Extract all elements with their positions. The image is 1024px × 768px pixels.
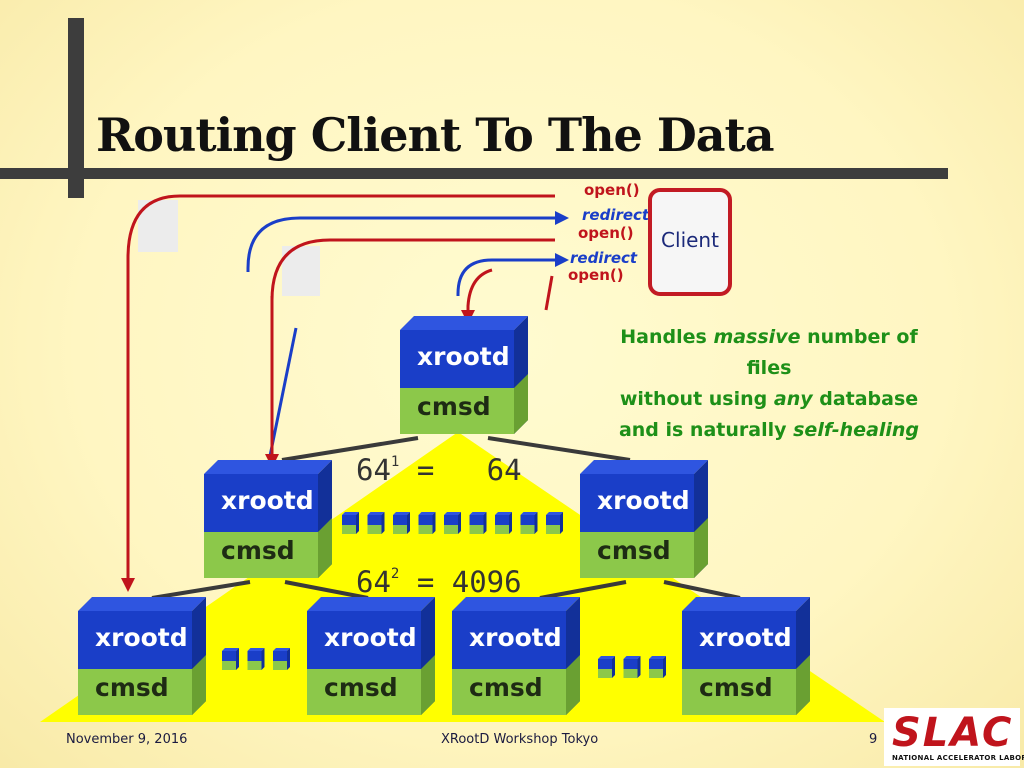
footer-event: XRootD Workshop Tokyo — [441, 732, 599, 747]
server-box-icon — [580, 460, 708, 578]
server-node-leaf-1: xrootd cmsd — [78, 597, 206, 715]
server-mini-icon — [367, 512, 385, 534]
server-name-xrootd: xrootd — [324, 623, 417, 652]
server-mini-icon — [623, 656, 641, 678]
slide-title: Routing Client To The Data — [96, 108, 775, 162]
description-text: Handles massive number of files without … — [596, 322, 942, 446]
server-mini-icon — [598, 656, 615, 678]
description-line-1: Handles massive number of files — [620, 326, 918, 379]
server-group-right — [598, 656, 666, 678]
server-node-root: xrootd cmsd — [400, 316, 528, 434]
server-name-xrootd: xrootd — [95, 623, 188, 652]
open-arrow-1 — [126, 194, 555, 580]
server-mini-icon — [222, 648, 239, 670]
server-node-leaf-3: xrootd cmsd — [452, 597, 580, 715]
server-box-icon — [682, 597, 810, 715]
server-mini-icon — [393, 512, 410, 534]
redirect-arrow-2 — [456, 258, 555, 296]
server-group-mid — [342, 512, 563, 534]
server-mini-icon — [273, 648, 290, 670]
server-box-icon — [452, 597, 580, 715]
server-name-cmsd: cmsd — [221, 536, 295, 565]
open-arrow-3 — [466, 268, 493, 314]
server-box-icon — [307, 597, 435, 715]
open-arrow-2 — [270, 238, 555, 301]
page-number: 9 — [869, 732, 878, 747]
title-rule-vertical — [68, 18, 84, 198]
server-name-cmsd: cmsd — [597, 536, 671, 565]
open-label-2: open() — [578, 224, 634, 242]
server-node-leaf-4: xrootd cmsd — [682, 597, 810, 715]
server-box-icon — [400, 316, 528, 434]
server-name-cmsd: cmsd — [324, 673, 398, 702]
server-name-xrootd: xrootd — [221, 486, 314, 515]
redirect-arrow-1 — [246, 216, 555, 272]
server-mini-icon — [546, 512, 563, 534]
server-name-cmsd: cmsd — [95, 673, 169, 702]
description-line-3: and is naturally self-healing — [618, 419, 920, 441]
tree-links — [151, 436, 741, 600]
server-mini-icon — [469, 512, 487, 534]
server-name-xrootd: xrootd — [699, 623, 792, 652]
logo-subtitle: NATIONAL ACCELERATOR LABORATORY — [892, 754, 1024, 762]
open-label-1: open() — [584, 181, 640, 199]
server-mini-icon — [342, 512, 359, 534]
server-mini-icon — [520, 512, 538, 534]
client-label: Client — [661, 228, 719, 252]
open-label-3: open() — [568, 266, 624, 284]
server-node-mid-left: xrootd cmsd — [204, 460, 332, 578]
server-box-icon — [78, 597, 206, 715]
server-name-xrootd: xrootd — [597, 486, 690, 515]
server-node-leaf-2: xrootd cmsd — [307, 597, 435, 715]
server-name-cmsd: cmsd — [417, 392, 491, 421]
server-node-mid-right: xrootd cmsd — [580, 460, 708, 578]
redirect-label-1: redirect — [582, 206, 650, 224]
formula-level-1: 641 = 64 — [356, 453, 522, 487]
server-name-xrootd: xrootd — [469, 623, 562, 652]
server-name-cmsd: cmsd — [699, 673, 773, 702]
server-mini-icon — [444, 512, 461, 534]
slac-logo: SLAC NATIONAL ACCELERATOR LABORATORY — [884, 708, 1024, 766]
server-mini-icon — [495, 512, 512, 534]
server-mini-icon — [247, 648, 265, 670]
server-mini-icon — [649, 656, 666, 678]
redirect-label-2: redirect — [570, 249, 638, 267]
description-line-2: without using any database — [619, 388, 919, 410]
logo-wordmark: SLAC — [892, 710, 1014, 756]
server-mini-icon — [418, 512, 436, 534]
server-name-xrootd: xrootd — [417, 342, 510, 371]
server-group-left — [222, 648, 290, 670]
server-name-cmsd: cmsd — [469, 673, 543, 702]
formula-level-2: 642 = 4096 — [356, 565, 522, 599]
footer-date: November 9, 2016 — [66, 732, 188, 747]
client-box: Client — [648, 188, 732, 296]
server-box-icon — [204, 460, 332, 578]
title-rule-horizontal — [0, 168, 948, 179]
